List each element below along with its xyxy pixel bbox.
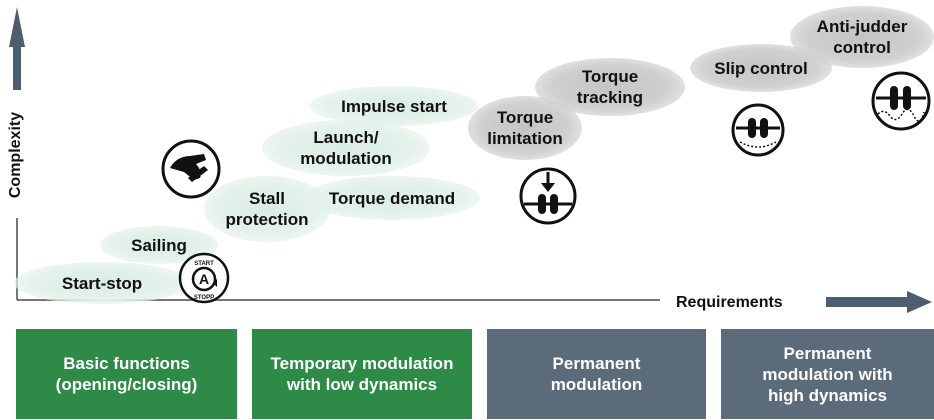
y-axis-label: Complexity <box>7 111 24 199</box>
start-stop-top-text: START <box>194 261 214 267</box>
function-stall-protection: Stall protection <box>204 176 330 242</box>
clutch-judder-icon <box>871 71 931 131</box>
function-label: Torque limitation <box>487 108 563 148</box>
function-torque-tracking: Torque tracking <box>535 58 685 116</box>
start-stop-letter: A <box>199 271 209 287</box>
function-label: Torque tracking <box>576 67 644 107</box>
category-label: Permanent modulation with high dynamics <box>762 343 893 405</box>
category-basic-functions: Basic functions (opening/closing) <box>16 329 237 419</box>
function-label: Anti-judder control <box>816 17 908 57</box>
function-label: Torque demand <box>328 188 456 208</box>
category-temporary-modulation: Temporary modulation with low dynamics <box>252 329 472 419</box>
start-stop-icon: START A STOPP <box>178 252 230 304</box>
function-impulse-start: Impulse start <box>310 86 478 126</box>
category-label: Permanent modulation <box>550 354 643 394</box>
category-label: Temporary modulation with low dynamics <box>270 354 454 394</box>
function-label: Start-stop <box>61 273 143 293</box>
clutch-limitation-icon <box>519 167 577 225</box>
function-launch-modulation: Launch/ modulation <box>262 120 430 176</box>
foot-pedal-icon <box>161 139 221 199</box>
category-permanent-high-dynamics: Permanent modulation with high dynamics <box>721 329 934 419</box>
start-stop-bottom-text: STOPP <box>194 295 214 301</box>
function-torque-demand: Torque demand <box>304 176 480 220</box>
function-torque-limitation: Torque limitation <box>468 96 582 160</box>
function-label: Launch/ modulation <box>300 128 392 168</box>
function-sailing: Sailing <box>100 226 218 264</box>
function-label: Stall protection <box>225 189 309 229</box>
category-permanent-modulation: Permanent modulation <box>487 329 706 419</box>
function-slip-control: Slip control <box>690 44 832 92</box>
category-label: Basic functions (opening/closing) <box>55 354 198 394</box>
clutch-slip-icon <box>731 103 785 157</box>
function-start-stop: Start-stop <box>14 262 190 304</box>
function-label: Sailing <box>131 235 187 255</box>
x-axis-arrow <box>826 291 932 313</box>
function-label: Impulse start <box>341 96 447 116</box>
function-label: Slip control <box>714 58 808 78</box>
function-anti-judder-control: Anti-judder control <box>790 6 934 68</box>
y-axis-arrow <box>9 7 25 90</box>
x-axis-label: Requirements <box>676 294 783 311</box>
